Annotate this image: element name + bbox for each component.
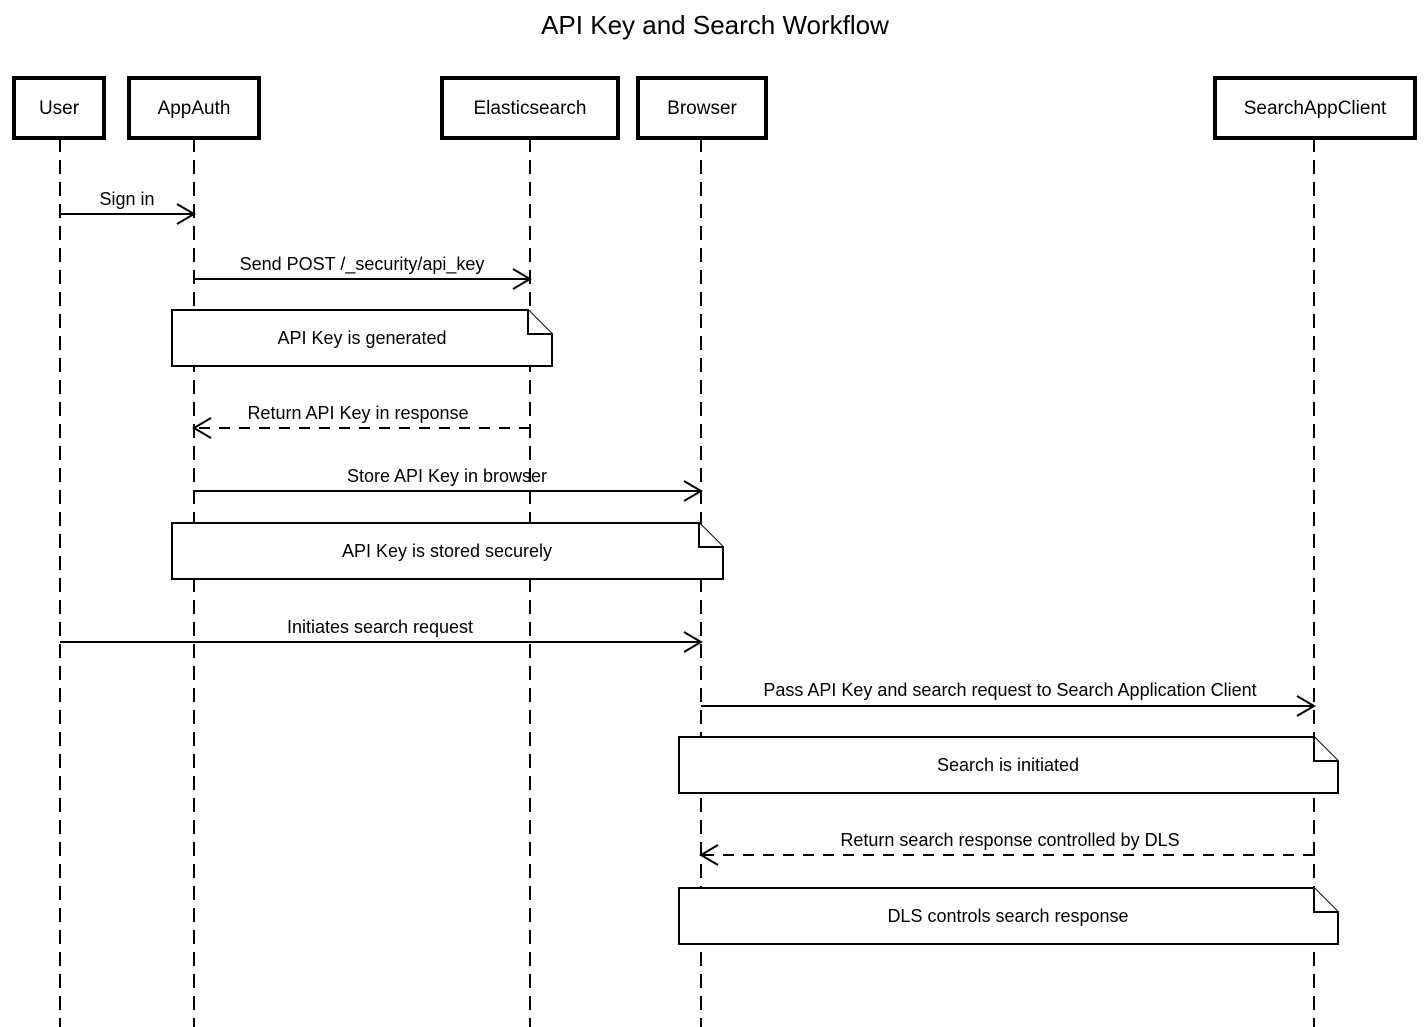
message-m2[interactable]: Send POST /_security/api_key xyxy=(194,254,532,290)
note-fold-corner-icon xyxy=(1313,737,1338,762)
arrow-head-icon xyxy=(176,203,196,225)
message-m1[interactable]: Sign in xyxy=(60,189,196,225)
participant-sac[interactable]: SearchAppClient xyxy=(1213,76,1417,140)
participants-layer: User AppAuth Elasticsearch Browser SearchApp… xyxy=(12,76,1417,140)
note-label: API Key is stored securely xyxy=(342,541,552,561)
message-m4[interactable]: Store API Key in browser xyxy=(194,466,703,502)
messages-layer: Sign in Send POST /_security/api_keyRetur… xyxy=(60,189,1316,866)
message-m5[interactable]: Initiates search request xyxy=(60,617,703,653)
participant-label: SearchAppClient xyxy=(1244,98,1387,119)
note-fold-corner-icon xyxy=(1313,888,1338,913)
message-label: Sign in xyxy=(99,189,154,209)
note-n3[interactable]: Search is initiated xyxy=(678,736,1339,794)
participant-label: Browser xyxy=(667,98,737,119)
note-n1[interactable]: API Key is generated xyxy=(171,309,553,367)
note-label: API Key is generated xyxy=(277,328,446,348)
note-fold-corner-icon xyxy=(527,310,552,335)
note-n2[interactable]: API Key is stored securely xyxy=(171,522,724,580)
note-n4[interactable]: DLS controls search response xyxy=(678,887,1339,945)
message-label: Pass API Key and search request to Searc… xyxy=(763,680,1256,700)
note-body xyxy=(678,736,1339,794)
participant-box[interactable] xyxy=(127,76,261,140)
page-title: API Key and Search Workflow xyxy=(541,10,889,40)
lifelines-layer xyxy=(59,138,1315,1027)
arrow-head-icon xyxy=(1296,695,1316,717)
note-body xyxy=(171,309,553,367)
message-m3[interactable]: Return API Key in response xyxy=(192,403,530,439)
arrow-head-icon xyxy=(699,844,719,866)
message-label: Initiates search request xyxy=(287,617,473,637)
participant-box[interactable] xyxy=(440,76,620,140)
arrow-head-icon xyxy=(683,631,703,653)
note-label: DLS controls search response xyxy=(887,906,1128,926)
participant-box[interactable] xyxy=(12,76,106,140)
arrow-head-icon xyxy=(192,417,212,439)
participant-box[interactable] xyxy=(1213,76,1417,140)
message-label: Store API Key in browser xyxy=(347,466,547,486)
note-body xyxy=(678,887,1339,945)
participant-label: User xyxy=(39,98,80,119)
note-label: Search is initiated xyxy=(937,755,1079,775)
message-m7[interactable]: Return search response controlled by DLS xyxy=(699,830,1314,866)
arrow-head-icon xyxy=(512,268,532,290)
participant-user[interactable]: User xyxy=(12,76,106,140)
message-m6[interactable]: Pass API Key and search request to Searc… xyxy=(701,680,1316,717)
message-label: Return search response controlled by DLS xyxy=(840,830,1179,850)
note-body xyxy=(171,522,724,580)
note-fold-corner-icon xyxy=(698,523,723,548)
arrow-head-icon xyxy=(683,480,703,502)
participant-appauth[interactable]: AppAuth xyxy=(127,76,261,140)
participant-label: AppAuth xyxy=(158,98,231,119)
message-label: Send POST /_security/api_key xyxy=(240,254,485,275)
participant-label: Elasticsearch xyxy=(474,98,587,119)
message-label: Return API Key in response xyxy=(247,403,468,423)
participant-elastic[interactable]: Elasticsearch xyxy=(440,76,620,140)
participant-browser[interactable]: Browser xyxy=(636,76,768,140)
participant-box[interactable] xyxy=(636,76,768,140)
